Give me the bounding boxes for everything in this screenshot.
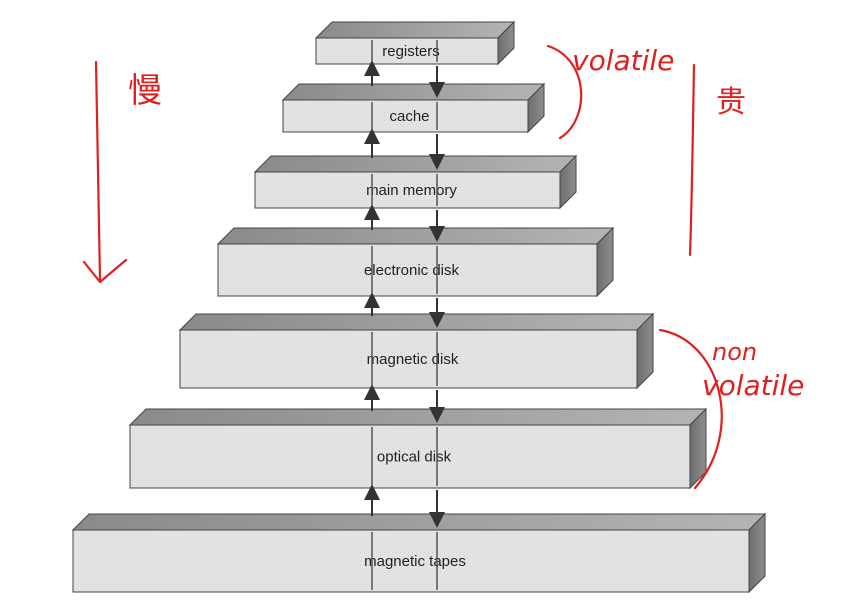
level-label: magnetic disk [367,351,459,368]
level-electronic-disk: electronic disk [216,226,615,298]
non-volatile-brace [658,328,723,490]
box-top [128,408,708,426]
non-volatile-annotation: volatile [702,369,804,402]
level-magnetic-disk: magnetic disk [178,312,655,390]
box-front [282,99,529,133]
level-label: magnetic tapes [364,553,466,570]
level-optical-disk: optical disk [128,407,708,490]
level-label: registers [382,43,440,60]
box-top [253,155,578,173]
box-top [71,513,767,531]
level-label: cache [389,108,429,125]
level-label: main memory [366,182,457,199]
box-front [315,37,499,65]
volatile-brace [546,44,583,140]
transfer-arrows [364,40,445,590]
box-front [72,529,750,593]
hierarchy-levels: registers cache main memory electronic disk… [71,20,767,594]
level-registers: registers [314,20,516,66]
expensive-annotation: 贵 [716,85,746,120]
non-annotation: non [712,338,757,366]
box-front [179,329,638,389]
box-top [281,83,546,101]
box-front [254,171,561,209]
box-front [129,424,691,489]
level-label: optical disk [377,449,452,466]
level-label: electronic disk [364,262,460,279]
level-magnetic-tapes: magnetic tapes [71,512,767,594]
level-cache: cache [281,82,546,134]
slow-arrow [82,60,128,284]
handwritten-annotations: 慢 volatile 贵 non volatile [82,44,804,490]
box-top [178,313,655,331]
volatile-annotation: volatile [572,44,674,77]
expensive-arrow [688,63,696,257]
slow-annotation: 慢 [128,71,162,111]
level-main-memory: main memory [253,154,578,210]
box-front [217,243,598,297]
box-top [216,227,615,245]
box-top [314,21,516,39]
